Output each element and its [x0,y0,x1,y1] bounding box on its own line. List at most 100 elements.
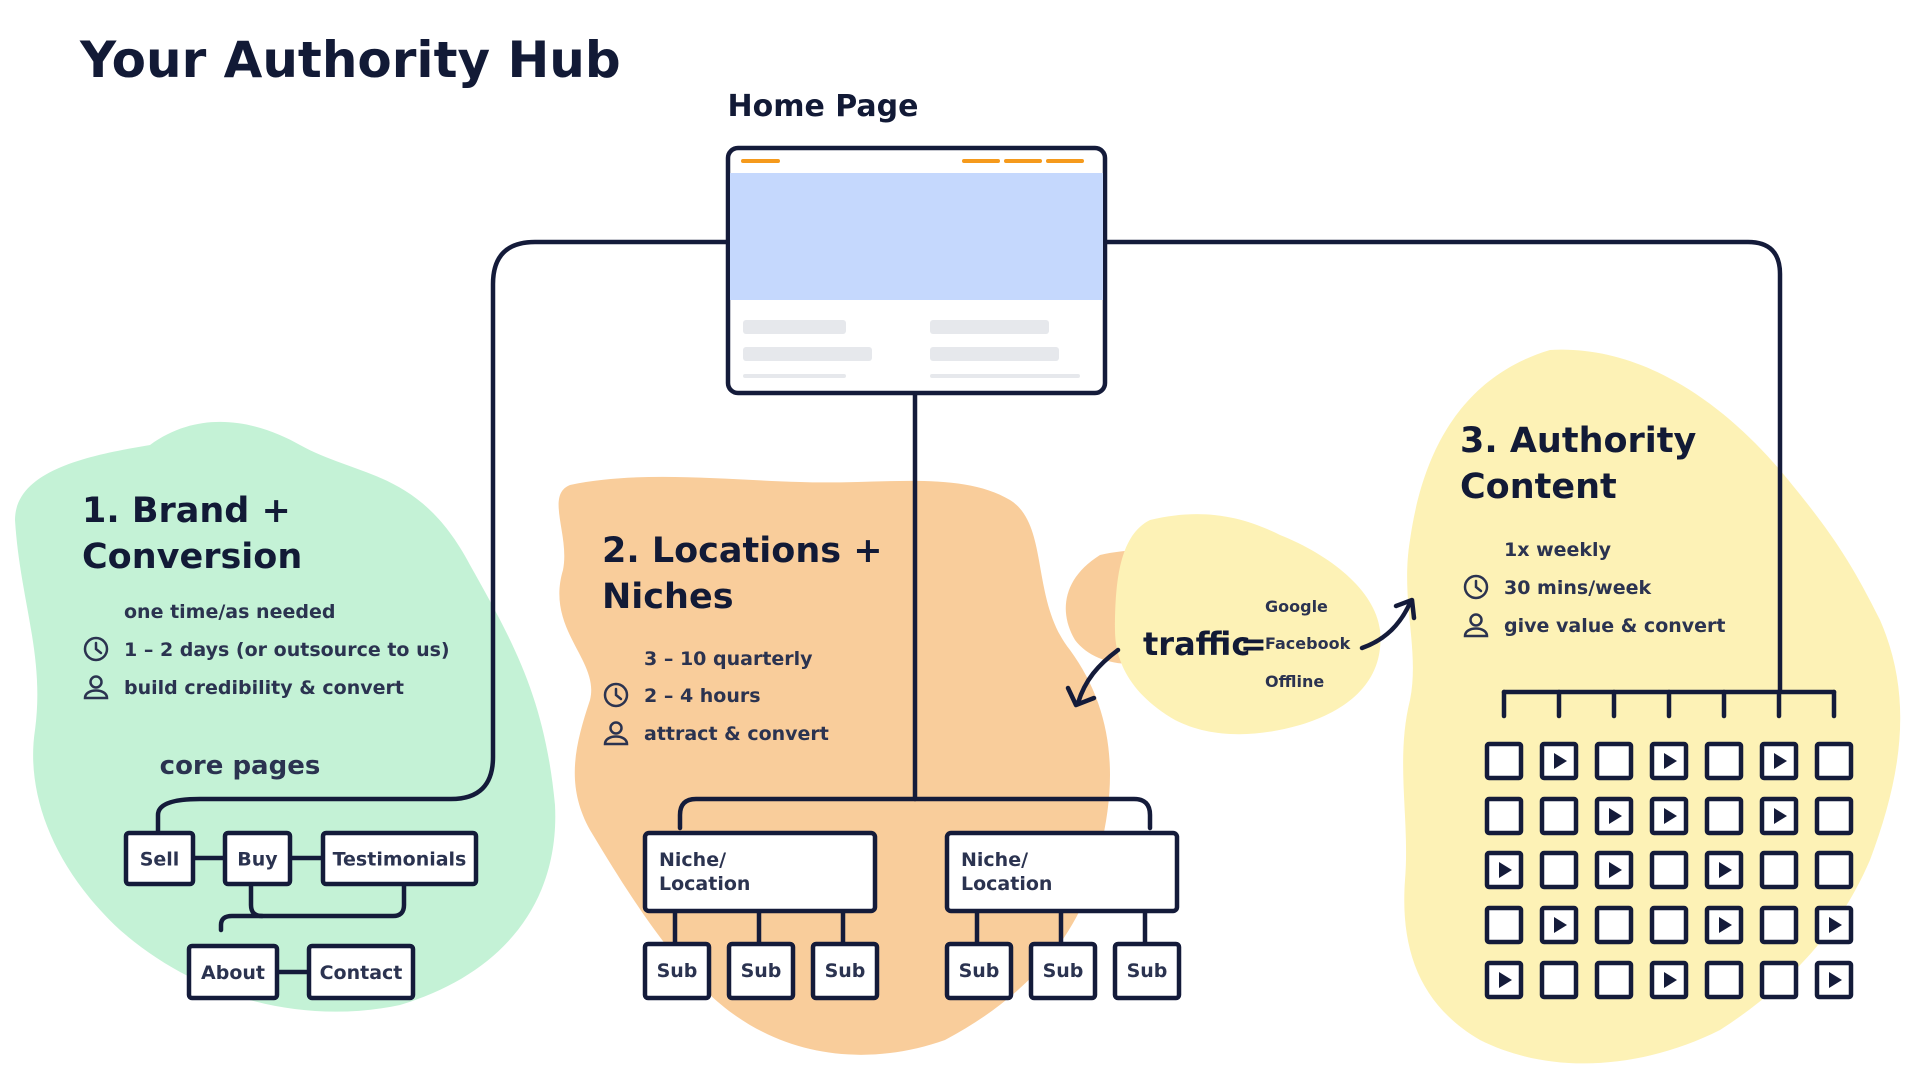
content-item-r1-c3 [1594,741,1634,781]
testimonials-page-label: Testimonials [333,849,467,871]
connector-locations-branch [677,796,1153,831]
niche-box-2 [944,830,1180,914]
content-item-r2-c1 [1484,796,1524,836]
play-icon [1499,972,1512,988]
authority-title-line-2: Content [1460,467,1617,507]
play-icon [1829,917,1842,933]
content-item-r3-c6 [1759,850,1799,890]
brand-frequency: one time/as needed [124,601,335,623]
locations-title-line-2: Niches [602,577,734,617]
content-item-r5-c2 [1539,960,1579,1000]
authority-person-icon [1463,613,1489,638]
traffic-yellow-blob [1115,514,1381,735]
play-icon [1719,917,1732,933]
sub-box-2-2 [1028,941,1098,1001]
traffic-source-1: Google [1265,597,1328,616]
play-icon [1664,808,1677,824]
traffic-source-2: Facebook [1265,634,1351,653]
locations-person-icon [603,721,629,746]
contact-page-label: Contact [320,962,403,984]
content-item-r5-c5 [1704,960,1744,1000]
play-icon [1774,753,1787,769]
content-item-r2-c2 [1539,796,1579,836]
buy-page-box [222,830,293,887]
home-page-mockup [725,145,1108,396]
connector-home-to-authority [1102,239,1783,693]
niche-2-label-line-1: Niche/ [961,849,1028,871]
about-page-box [186,943,280,1001]
content-item-r3-c2 [1539,850,1579,890]
sub-label-1-3: Sub [825,960,866,982]
content-item-r2-c5 [1704,796,1744,836]
traffic-source-3: Offline [1265,672,1324,691]
content-item-r4-c6 [1759,905,1799,945]
content-item-r2-c7 [1814,796,1854,836]
content-item-r3-c7 [1814,850,1854,890]
content-item-r4-c4 [1649,905,1689,945]
content-item-r5-c3 [1594,960,1634,1000]
content-item-r4-c3 [1594,905,1634,945]
traffic-word: traffic [1143,625,1250,663]
niche-1-label-line-2: Location [659,873,750,895]
play-icon [1609,808,1622,824]
content-item-r1-c5 [1704,741,1744,781]
brand-title-line-2: Conversion [82,537,302,577]
sub-box-2-1 [944,941,1014,1001]
content-item-r1-c7 [1814,741,1854,781]
testimonials-page-box [320,830,479,887]
niche-1-label-line-1: Niche/ [659,849,726,871]
traffic-arrow-right-head [1393,597,1417,621]
play-icon [1609,862,1622,878]
connector-home-to-brand [155,239,731,838]
sub-box-1-3 [810,941,880,1001]
niche-box-1 [642,830,878,914]
sub-box-1-1 [642,941,712,1001]
contact-page-box [306,943,416,1001]
locations-role: attract & convert [644,723,829,745]
content-item-r5-c6 [1759,960,1799,1000]
play-icon [1499,862,1512,878]
locations-clock-icon [603,682,629,708]
play-icon [1774,808,1787,824]
play-icon [1664,753,1677,769]
sub-label-2-2: Sub [1043,960,1084,982]
sub-label-1-2: Sub [741,960,782,982]
buy-page-label: Buy [237,849,278,871]
sell-page-label: Sell [140,849,180,871]
connector-testimonials-to-about [248,872,407,919]
sub-label-2-1: Sub [959,960,1000,982]
traffic-equals: = [1240,625,1267,663]
locations-frequency: 3 – 10 quarterly [644,648,813,670]
authority-clock-icon [1463,574,1489,600]
content-item-r1-c1 [1484,741,1524,781]
sub-label-2-3: Sub [1127,960,1168,982]
brand-clock-icon [83,636,109,662]
brand-role: build credibility & convert [124,677,404,699]
play-icon [1664,972,1677,988]
niche-2-label-line-2: Location [961,873,1052,895]
authority-title-line-1: 3. Authority [1460,421,1697,461]
page-title: Your Authority Hub [79,31,621,89]
traffic-arrow-left-head [1065,685,1097,708]
brand-title-line-1: 1. Brand + [82,491,291,531]
home-page-label: Home Page [727,89,918,124]
content-item-r3-c4 [1649,850,1689,890]
content-item-r4-c1 [1484,905,1524,945]
brand-time: 1 – 2 days (or outsource to us) [124,639,450,661]
sell-page-box [123,830,196,887]
authority-time: 30 mins/week [1504,577,1651,599]
traffic-arrow-right [1359,600,1413,651]
sub-label-1-1: Sub [657,960,698,982]
authority-frequency: 1x weekly [1504,539,1612,561]
sub-box-2-3 [1112,941,1182,1001]
play-icon [1554,917,1567,933]
brand-person-icon [83,675,109,700]
play-icon [1554,753,1567,769]
sub-box-1-2 [726,941,796,1001]
play-icon [1829,972,1842,988]
locations-time: 2 – 4 hours [644,685,761,707]
play-icon [1719,862,1732,878]
connector-about-link [218,913,265,933]
about-page-label: About [201,962,265,984]
